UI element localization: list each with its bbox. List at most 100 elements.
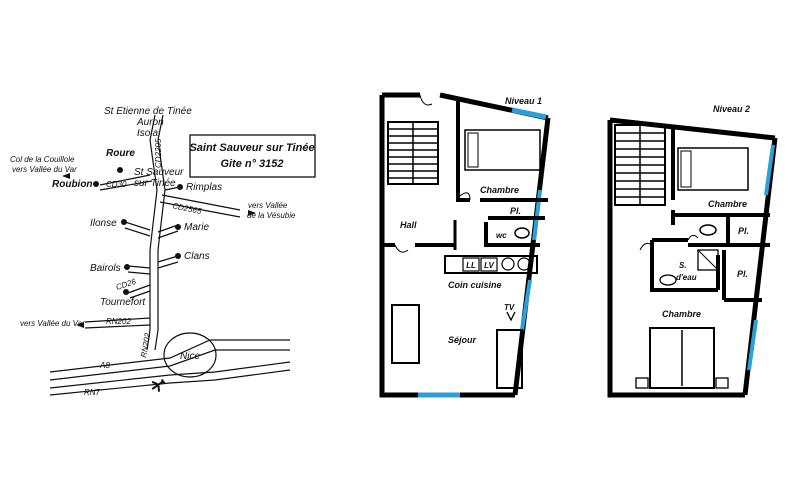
dot-roure — [117, 167, 123, 173]
road-cd2205 — [149, 114, 164, 141]
road-map — [49, 114, 291, 396]
l2-window-east-2 — [747, 319, 758, 371]
nice-ring — [163, 332, 217, 378]
l1-label-sejour: Séjour — [448, 335, 477, 345]
label-auron: Auron — [136, 117, 164, 128]
l1-label-wc: wc — [496, 231, 507, 240]
road-rn202-west — [84, 317, 151, 329]
label-nice: Nice — [180, 351, 200, 362]
dot-roubion — [93, 181, 99, 187]
l2-label-sdeau-2: d'eau — [676, 273, 697, 282]
l1-title: Niveau 1 — [505, 96, 542, 106]
label-cd2205: CD2205 — [154, 138, 163, 168]
l1-table — [496, 329, 523, 389]
l1-tv-icon — [506, 311, 516, 322]
road-cd2565 — [159, 194, 241, 218]
l1-wall-wc — [484, 222, 540, 247]
arrow-var — [76, 322, 84, 328]
road-rn7-bottom — [49, 369, 291, 396]
road-marie — [157, 224, 179, 239]
map-title-line2: Gite n° 3152 — [220, 158, 283, 170]
l2-window-east-1 — [764, 144, 775, 196]
l2-label-sdeau-1: S. — [679, 261, 687, 270]
label-a8: A8 — [99, 361, 110, 370]
label-st-sauveur-2: sur Tinée — [134, 178, 176, 189]
label-st-sauveur-1: St Sauveur — [134, 167, 184, 178]
l1-wall-west-south — [379, 95, 515, 398]
label-marie: Marie — [184, 222, 209, 233]
l2-label-chambre-bottom: Chambre — [662, 309, 701, 319]
l1-bed — [464, 129, 541, 171]
road-a8-top — [49, 339, 290, 373]
road-cd26 — [127, 284, 151, 299]
label-isola: Isola — [137, 128, 159, 139]
l1-lv-box — [480, 257, 498, 272]
road-clans — [157, 255, 179, 269]
label-rimplas: Rimplas — [186, 182, 222, 193]
town-dots — [93, 167, 183, 295]
l2-wall-pl-mid — [722, 250, 762, 302]
label-cd30: CD30 — [106, 180, 127, 189]
l1-label-hall: Hall — [400, 220, 417, 230]
map-title-line1: Saint Sauveur sur Tinée — [189, 142, 314, 154]
l2-label-chambre-top: Chambre — [708, 199, 747, 209]
dot-bairols — [124, 264, 130, 270]
l1-label-lv: LV — [484, 261, 494, 270]
map-title-box — [189, 134, 316, 178]
l2-wall-north — [609, 117, 776, 141]
label-st-etienne: St Etienne de Tinée — [104, 106, 192, 117]
label-vesubie-2: de la Vésubie — [247, 211, 296, 220]
label-vesubie-1: vers Vallée — [248, 201, 288, 210]
l2-shower — [697, 249, 719, 271]
road-cd30 — [99, 174, 153, 191]
dot-tournefort — [123, 289, 129, 295]
l2-label-pl-top: Pl. — [738, 226, 749, 236]
dot-clans — [175, 253, 181, 259]
road-ilonse — [124, 221, 151, 237]
label-tournefort: Tournefort — [100, 297, 146, 308]
l2-wall-pl-top — [688, 217, 770, 247]
l2-title: Niveau 2 — [713, 104, 750, 114]
l2-wall-west-south — [607, 120, 745, 398]
label-ilonse: Ilonse — [90, 218, 117, 229]
label-rn202b: RN202 — [139, 332, 152, 359]
l1-window-east-2 — [520, 279, 532, 331]
road-a8-bottom — [49, 349, 290, 381]
l1-label-chambre: Chambre — [480, 185, 519, 195]
label-clans: Clans — [184, 251, 210, 262]
label-couillole-1: Col de la Couillole — [10, 155, 75, 164]
l1-label-pl: Pl. — [510, 206, 521, 216]
l1-ll-box — [462, 257, 480, 272]
road-bairols — [127, 265, 151, 275]
l1-sofa — [391, 304, 420, 364]
dot-marie — [175, 224, 181, 230]
l1-label-coin-cuisine: Coin cuisine — [448, 280, 502, 290]
label-var: vers Vallée du Var — [20, 319, 85, 328]
l1-kitchen-counter — [444, 255, 538, 274]
label-rn202a: RN202 — [106, 317, 131, 326]
road-main-right — [154, 139, 166, 351]
label-couillole-2: vers Vallée du Var — [12, 165, 77, 174]
arrow-couillole — [62, 173, 70, 179]
arrow-vesubie — [248, 210, 256, 216]
l2-bed-double — [649, 327, 715, 389]
dot-ilonse — [121, 219, 127, 225]
airplane-icon — [151, 379, 166, 392]
label-roure: Roure — [106, 148, 135, 159]
road-main-left — [146, 139, 158, 351]
floor-plan-level-1 — [379, 92, 551, 398]
road-rn7-top — [49, 361, 291, 389]
l2-bed-top — [677, 147, 749, 191]
label-bairols: Bairols — [90, 263, 121, 274]
l2-sink — [659, 274, 677, 286]
direction-arrows — [62, 173, 256, 328]
l2-toilet — [699, 224, 717, 236]
label-rn7: RN7 — [84, 388, 101, 397]
dot-rimplas — [177, 184, 183, 190]
l1-toilet — [514, 227, 530, 239]
l1-label-ll: LL — [466, 261, 476, 270]
label-cd2565: CD2565 — [172, 201, 203, 216]
label-roubion: Roubion — [52, 179, 93, 190]
floor-plan-level-2 — [607, 117, 778, 398]
